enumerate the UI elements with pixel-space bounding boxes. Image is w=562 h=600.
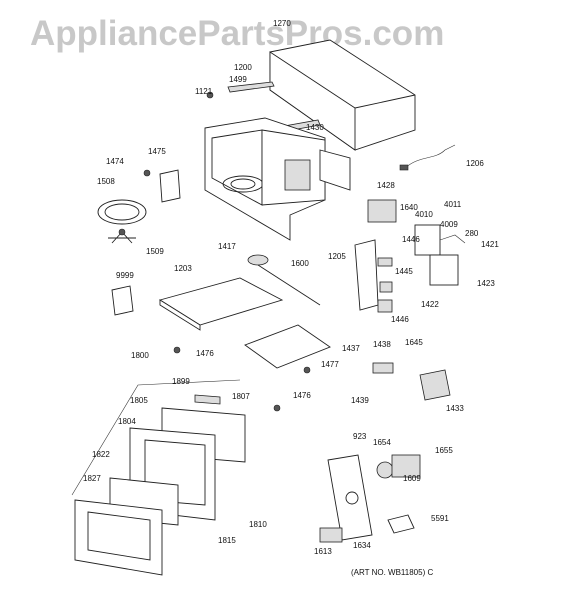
board-1655 <box>391 454 421 478</box>
foot-1477 <box>303 366 311 374</box>
label-1822: 1822 <box>92 450 110 459</box>
label-1423: 1423 <box>477 279 495 288</box>
label-1807: 1807 <box>232 392 250 401</box>
label-1445: 1445 <box>395 267 413 276</box>
connector <box>399 164 409 171</box>
label-1421: 1421 <box>481 240 499 249</box>
label-1205: 1205 <box>328 252 346 261</box>
label-1613: 1613 <box>314 547 332 556</box>
label-1200: 1200 <box>234 63 252 72</box>
outer-case <box>269 39 416 151</box>
label-5591: 5591 <box>431 514 449 523</box>
foot-1476a <box>173 346 181 354</box>
base-plate-edge <box>159 299 201 331</box>
label-1121: 1121 <box>195 87 213 96</box>
waveguide-cover <box>159 169 181 203</box>
label-1433: 1433 <box>446 404 464 413</box>
label-1428: 1428 <box>377 181 395 190</box>
label-4009: 4009 <box>440 220 458 229</box>
label-1476-lower: 1476 <box>293 391 311 400</box>
part-1438 <box>372 362 394 374</box>
manual-9999 <box>111 285 134 316</box>
base-plate-1203 <box>158 277 284 326</box>
label-923: 923 <box>353 432 367 441</box>
fan-1422 <box>377 299 393 313</box>
label-1475: 1475 <box>148 147 166 156</box>
label-1446-top: 1446 <box>402 235 420 244</box>
art-number: (ART NO. WB11805) C <box>351 568 434 577</box>
label-1477: 1477 <box>321 360 339 369</box>
capacitor-1433 <box>419 369 451 401</box>
screw-1474 <box>143 169 151 177</box>
label-1805: 1805 <box>130 396 148 405</box>
label-1815: 1815 <box>218 536 236 545</box>
door-assembly <box>71 379 246 576</box>
bottom-tray <box>244 324 331 369</box>
label-1800: 1800 <box>131 351 149 360</box>
label-1203: 1203 <box>174 264 192 273</box>
foot-1476b <box>273 404 281 412</box>
interlock-switch-assembly <box>414 224 466 286</box>
label-1654: 1654 <box>373 438 391 447</box>
label-1645: 1645 <box>405 338 423 347</box>
label-1804: 1804 <box>118 417 136 426</box>
label-1437: 1437 <box>342 344 360 353</box>
label-1430: 1430 <box>306 123 324 132</box>
cabinet-chassis <box>204 117 351 241</box>
watermark: AppliancePartsPros.com <box>30 14 445 53</box>
label-1899: 1899 <box>172 377 190 386</box>
label-9999: 9999 <box>116 271 134 280</box>
label-4010: 4010 <box>415 210 433 219</box>
switch-1445 <box>379 281 393 293</box>
label-1810: 1810 <box>249 520 267 529</box>
turntable-motor <box>247 254 269 266</box>
label-1206: 1206 <box>466 159 484 168</box>
transformer-1428 <box>367 199 397 223</box>
label-280: 280 <box>465 229 479 238</box>
label-1655: 1655 <box>435 446 453 455</box>
switch-1446 <box>377 257 393 267</box>
label-1640: 1640 <box>400 203 418 212</box>
part-1121 <box>206 91 214 99</box>
label-1600: 1600 <box>291 259 309 268</box>
label-1270: 1270 <box>273 19 291 28</box>
label-1827: 1827 <box>83 474 101 483</box>
control-panel <box>319 454 421 543</box>
label-1438: 1438 <box>373 340 391 349</box>
label-1509: 1509 <box>146 247 164 256</box>
wire-harness-1206 <box>404 144 456 169</box>
coupling-rod-1600 <box>257 264 321 306</box>
label-1508: 1508 <box>97 177 115 186</box>
label-1439: 1439 <box>351 396 369 405</box>
label-4011: 4011 <box>444 200 462 209</box>
label-1499: 1499 <box>229 75 247 84</box>
knob-1654 <box>376 461 394 479</box>
label-1634: 1634 <box>353 541 371 550</box>
label-1422: 1422 <box>421 300 439 309</box>
label-1446-bottom: 1446 <box>391 315 409 324</box>
turntable <box>97 199 147 244</box>
label-1609: 1609 <box>403 474 421 483</box>
label-1474: 1474 <box>106 157 124 166</box>
label-1476-upper: 1476 <box>196 349 214 358</box>
latch-bracket-1205 <box>354 239 379 311</box>
label-1417: 1417 <box>218 242 236 251</box>
part-1613 <box>319 527 343 543</box>
button-5591 <box>387 514 415 534</box>
